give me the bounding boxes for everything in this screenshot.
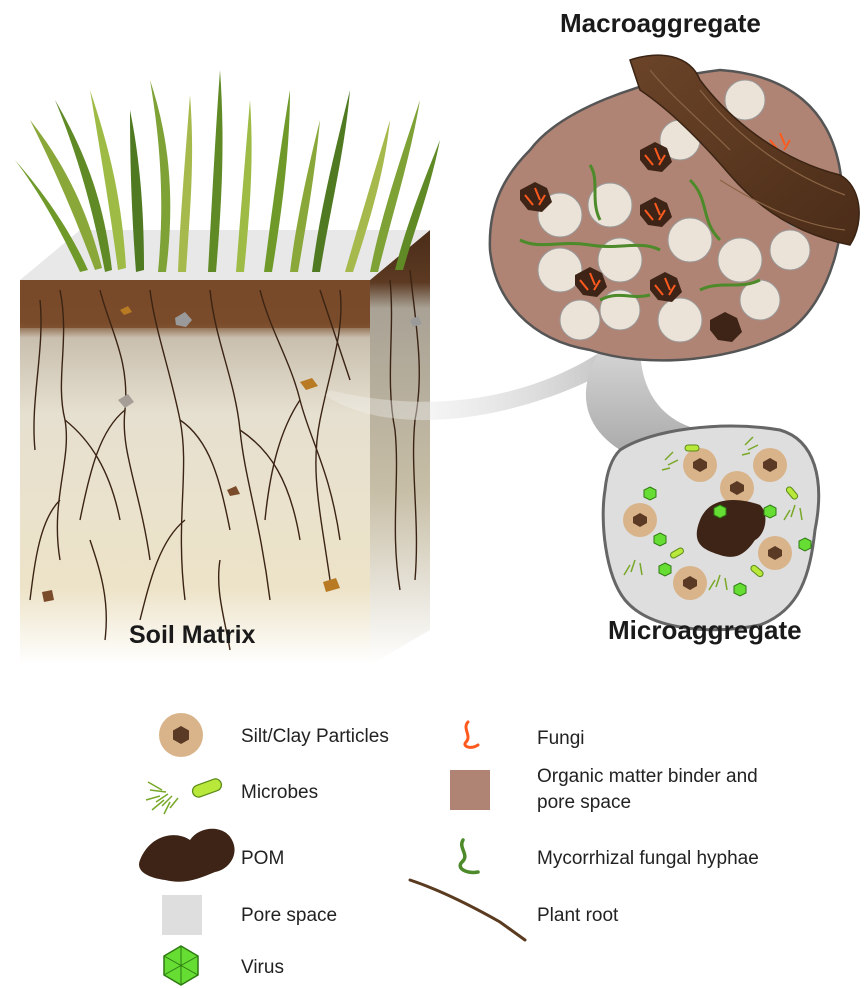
soil-block-side	[370, 230, 430, 665]
microaggregate-illustration	[603, 426, 818, 630]
soil-matrix-label: Soil Matrix	[129, 621, 255, 650]
pom-icon	[139, 829, 235, 882]
legend-organic-binder-label-line2: pore space	[537, 790, 631, 815]
soil-block	[20, 230, 430, 665]
legend-plant-root-label: Plant root	[537, 903, 618, 928]
pore-space-icon	[162, 895, 202, 935]
microaggregate-label: Microaggregate	[608, 615, 802, 646]
organic-binder-icon	[450, 770, 490, 810]
legend-pore-space-label: Pore space	[241, 903, 337, 928]
hyphae-icon	[460, 840, 478, 872]
topsoil-layer	[20, 280, 370, 328]
legend-virus-label: Virus	[241, 955, 284, 980]
fungi-icon	[465, 722, 478, 747]
legend-icons	[139, 713, 525, 985]
legend-hyphae-label: Mycorrhizal fungal hyphae	[537, 846, 759, 871]
legend-organic-binder-label-line1: Organic matter binder and	[537, 764, 758, 789]
legend-fungi-label: Fungi	[537, 726, 585, 751]
legend-microbes-label: Microbes	[241, 780, 318, 805]
legend-silt-clay-label: Silt/Clay Particles	[241, 724, 389, 749]
macroaggregate-illustration	[490, 55, 859, 360]
soil-block-top	[20, 230, 430, 280]
microbe-icon	[146, 777, 223, 814]
legend-pom-label: POM	[241, 846, 284, 871]
macroaggregate-label: Macroaggregate	[560, 8, 761, 39]
soil-block-front	[20, 280, 370, 665]
virus-icon	[164, 946, 198, 985]
plant-root-icon	[410, 880, 525, 940]
